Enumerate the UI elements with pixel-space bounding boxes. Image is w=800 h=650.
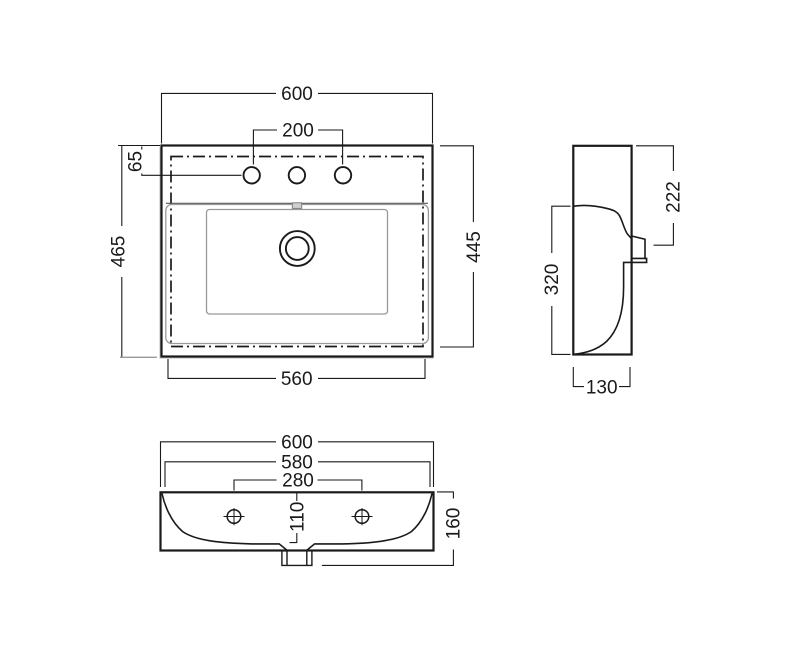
dim-label: 445 bbox=[464, 231, 485, 263]
dim-label: 65 bbox=[125, 151, 146, 172]
dim-plan-overall-width: 600 bbox=[160, 84, 434, 144]
dim-label: 200 bbox=[282, 121, 314, 142]
fixing-hole-left bbox=[223, 508, 245, 526]
dim-label: 465 bbox=[108, 236, 129, 268]
dim-plan-inner-depth: 445 bbox=[440, 145, 485, 348]
dim-plan-faucet-spacing: 200 bbox=[252, 121, 344, 165]
side-view: 222 320 130 bbox=[542, 144, 685, 398]
overflow-slot bbox=[291, 202, 303, 209]
side-lower-profile-curve bbox=[573, 257, 648, 356]
plan-bowl-floor-rect bbox=[205, 208, 389, 315]
dim-label: 130 bbox=[586, 377, 618, 398]
front-drain-spigot bbox=[281, 550, 313, 567]
dim-label: 320 bbox=[542, 264, 563, 296]
faucet-hole-center bbox=[287, 166, 307, 185]
plan-inner-rim-rect bbox=[165, 203, 430, 345]
dim-front-overall-height: 160 bbox=[321, 491, 464, 566]
faucet-hole-right bbox=[333, 166, 353, 185]
dim-label: 580 bbox=[281, 452, 313, 473]
front-bowl-curve-right bbox=[306, 493, 433, 551]
dim-plan-hole-offset: 65 bbox=[125, 146, 242, 176]
plan-hidden-edge-rect bbox=[170, 155, 424, 348]
front-bowl-curve-left bbox=[161, 493, 288, 551]
dim-side-outlet-height: 222 bbox=[636, 145, 685, 246]
fixing-hole-right bbox=[351, 508, 373, 526]
dim-label: 560 bbox=[281, 369, 313, 390]
faucet-hole-left bbox=[242, 166, 261, 185]
dim-plan-bottom-width: 560 bbox=[167, 359, 426, 390]
plan-shadow-line bbox=[159, 147, 434, 359]
plan-view: 600 200 65 465 445 560 bbox=[108, 84, 485, 390]
dim-label: 600 bbox=[281, 84, 313, 105]
dim-label: 280 bbox=[282, 471, 314, 492]
dim-label: 160 bbox=[443, 508, 464, 540]
dim-front-bowl-depth: 110 bbox=[287, 493, 308, 544]
dim-front-overall-width: 600 bbox=[159, 432, 435, 487]
dim-side-depth: 130 bbox=[572, 367, 631, 398]
dim-plan-overall-depth: 465 bbox=[108, 144, 160, 358]
dim-side-profile-height: 320 bbox=[542, 205, 571, 355]
dim-label: 110 bbox=[287, 502, 308, 532]
dim-front-inner-width: 580 bbox=[164, 452, 431, 487]
side-outlet-spigot bbox=[631, 235, 646, 260]
drain-inner-circle bbox=[284, 236, 310, 261]
side-outline bbox=[572, 144, 633, 356]
front-outline bbox=[159, 491, 435, 552]
dim-label: 222 bbox=[664, 181, 685, 213]
dim-front-fixing-spacing: 280 bbox=[233, 471, 363, 492]
front-view: 600 580 280 110 160 bbox=[159, 432, 464, 567]
dim-label: 600 bbox=[281, 432, 313, 453]
side-upper-profile-curve bbox=[573, 204, 633, 240]
plan-basin-outline bbox=[160, 144, 434, 358]
